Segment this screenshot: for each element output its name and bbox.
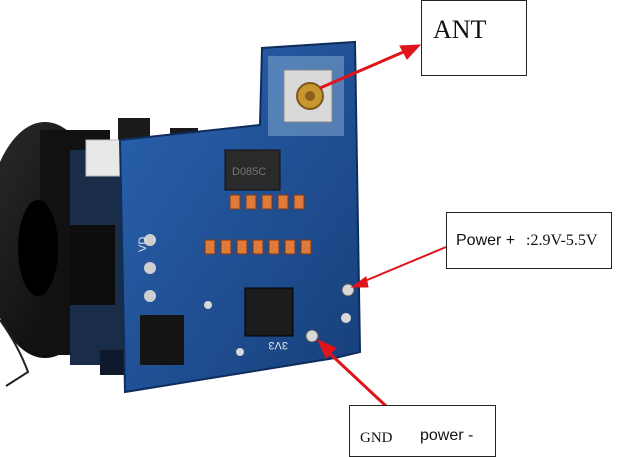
chip-marking: D085C	[232, 166, 266, 178]
power-range: :2.9V-5.5V	[526, 232, 598, 249]
vd-marking: VD	[137, 237, 149, 252]
ant-callout: ANT	[421, 0, 527, 76]
main-pcb: D085C VD 3V3	[118, 40, 362, 394]
ant-label: ANT	[433, 15, 487, 44]
power-minus-label: power -	[420, 427, 474, 444]
gnd-label: GND	[360, 430, 393, 446]
wire	[0, 319, 30, 387]
callout-arrows	[317, 44, 447, 408]
gnd-callout: GND power -	[349, 405, 496, 457]
power-callout: Power + :2.9V-5.5V	[446, 212, 612, 269]
3v3-marking: 3V3	[268, 339, 288, 351]
power-label: Power +	[456, 232, 516, 249]
led-rows	[204, 194, 312, 255]
